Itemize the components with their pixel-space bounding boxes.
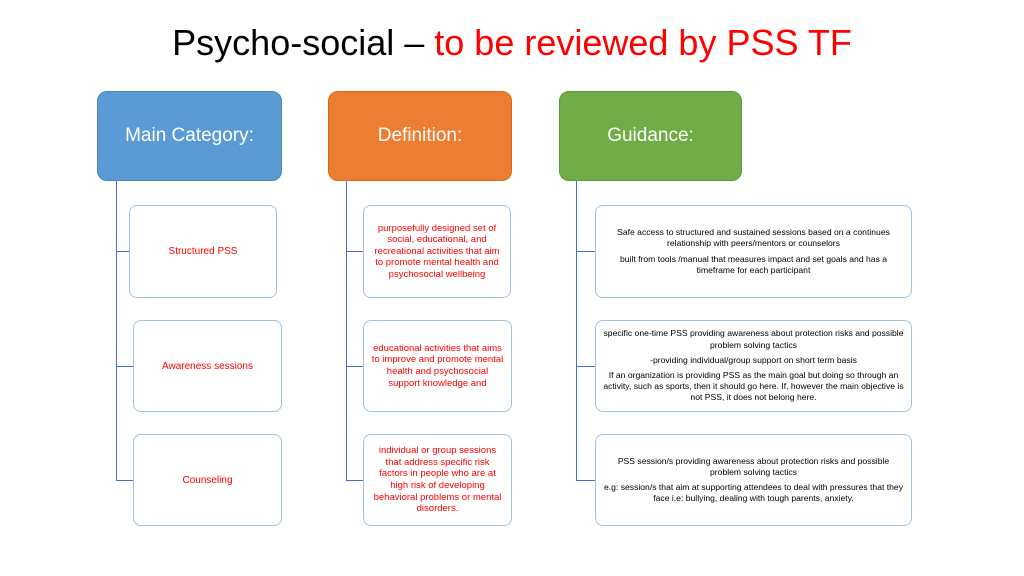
guidance-connector-2 (576, 366, 596, 367)
category-box-counseling: Counseling (133, 434, 282, 526)
guidance-text: specific one-time PSS providing awarenes… (603, 328, 904, 350)
guidance-text: If an organization is providing PSS as t… (603, 370, 904, 403)
definition-connector-vertical (346, 181, 347, 481)
definition-text: educational activities that aims to impr… (371, 342, 504, 389)
category-label: Counseling (182, 474, 233, 486)
category-box-structured-pss: Structured PSS (129, 205, 277, 298)
definition-text: purposefully designed set of social, edu… (374, 222, 500, 280)
guidance-header: Guidance: (559, 91, 742, 181)
definition-box-3: individual or group sessions that addres… (363, 434, 512, 526)
category-connector-1 (116, 251, 130, 252)
title-accent: to be reviewed by PSS TF (434, 22, 852, 63)
guidance-text: PSS session/s providing awareness about … (617, 455, 890, 477)
definition-box-2: educational activities that aims to impr… (363, 320, 512, 412)
main-category-header: Main Category: (97, 91, 282, 181)
page-title: Psycho-social – to be reviewed by PSS TF (0, 22, 1024, 64)
guidance-box-2: specific one-time PSS providing awarenes… (595, 320, 912, 412)
guidance-connector-3 (576, 480, 596, 481)
guidance-text: Safe access to structured and sustained … (617, 227, 890, 249)
category-box-awareness-sessions: Awareness sessions (133, 320, 282, 412)
guidance-box-1: Safe access to structured and sustained … (595, 205, 912, 298)
category-connector-2 (116, 366, 134, 367)
definition-text: individual or group sessions that addres… (373, 445, 502, 515)
category-label: Awareness sessions (162, 360, 253, 372)
guidance-text: e.g: session/s that aim at supporting at… (603, 482, 904, 504)
guidance-box-3: PSS session/s providing awareness about … (595, 434, 912, 526)
category-label: Structured PSS (168, 246, 238, 257)
definition-box-1: purposefully designed set of social, edu… (363, 205, 511, 298)
category-connector-3 (116, 480, 134, 481)
category-connector-vertical (116, 181, 117, 481)
guidance-connector-vertical (576, 181, 577, 481)
definition-connector-1 (346, 251, 364, 252)
definition-header: Definition: (328, 91, 512, 181)
guidance-text: built from tools /manual that measures i… (619, 253, 888, 275)
guidance-connector-1 (576, 251, 596, 252)
definition-connector-2 (346, 366, 364, 367)
title-main: Psycho-social – (172, 22, 435, 63)
definition-connector-3 (346, 480, 364, 481)
guidance-text: -providing individual/group support on s… (650, 354, 857, 365)
